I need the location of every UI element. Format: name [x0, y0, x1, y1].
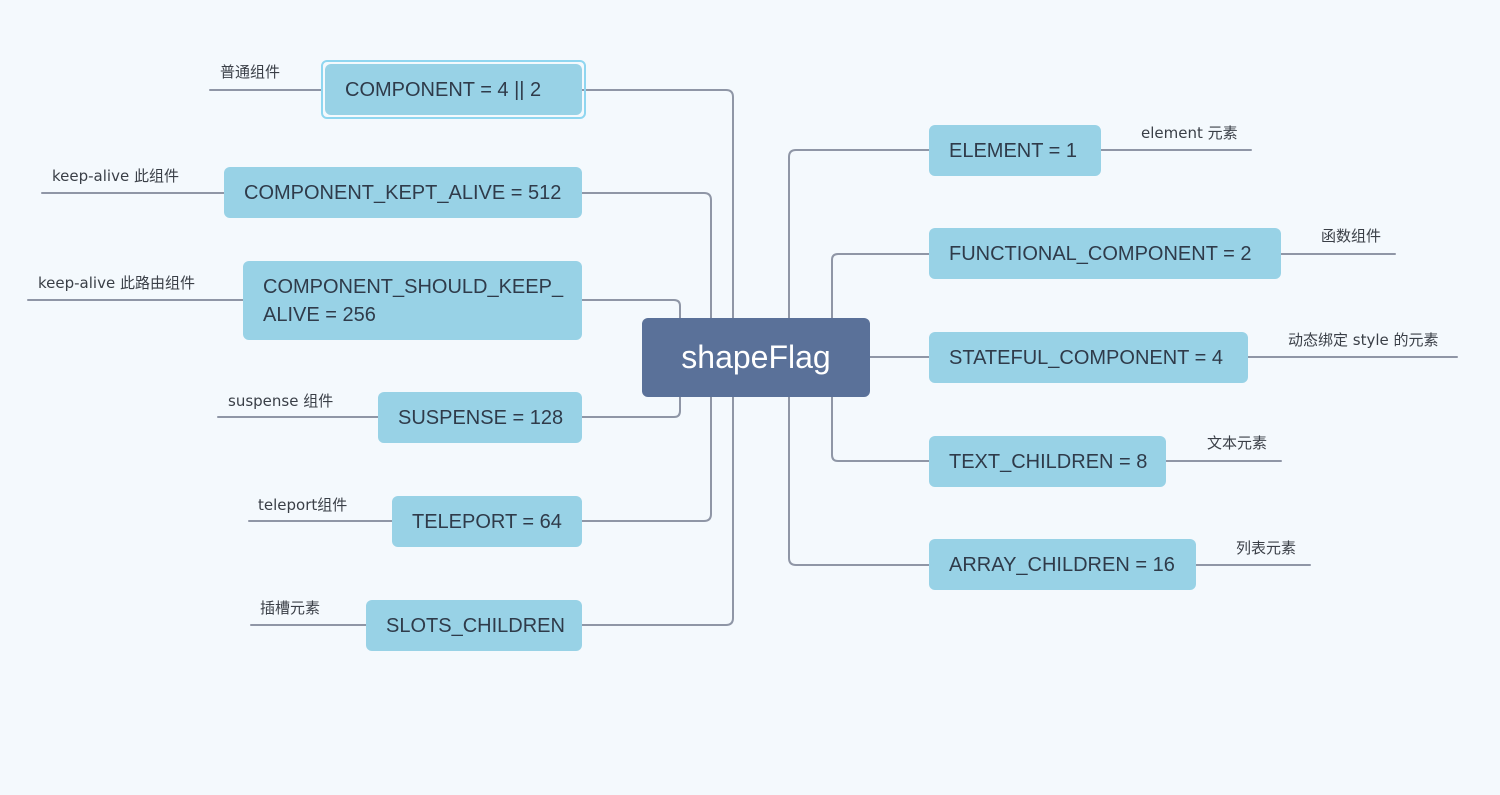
- note-component: 普通组件: [220, 63, 281, 81]
- topic-array-children[interactable]: ARRAY_CHILDREN = 16: [929, 539, 1196, 590]
- connector-text-children: [831, 356, 930, 462]
- note-array-children: 列表元素: [1236, 539, 1297, 557]
- connector-kept-alive: [581, 192, 712, 358]
- note-teleport: teleport组件: [258, 496, 348, 514]
- note-text-children: 文本元素: [1207, 434, 1268, 452]
- central-topic[interactable]: shapeFlag: [642, 318, 870, 397]
- note-should-keep-alive: keep-alive 此路由组件: [38, 274, 195, 292]
- topic-functional-component[interactable]: FUNCTIONAL_COMPONENT = 2: [929, 228, 1281, 279]
- connector-slots: [581, 356, 734, 626]
- note-stateful: 动态绑定 style 的元素: [1288, 331, 1439, 349]
- topic-component[interactable]: COMPONENT = 4 || 2: [325, 64, 582, 115]
- connector-array-children: [788, 356, 930, 566]
- connector-teleport: [581, 356, 712, 522]
- selection-outline: [321, 60, 586, 119]
- note-element: element 元素: [1141, 124, 1238, 142]
- connector-element: [788, 149, 930, 358]
- topic-suspense[interactable]: SUSPENSE = 128: [378, 392, 582, 443]
- topic-teleport[interactable]: TELEPORT = 64: [392, 496, 582, 547]
- connector-suspense: [581, 356, 681, 418]
- connector-functional: [831, 253, 930, 358]
- note-kept-alive: keep-alive 此组件: [52, 167, 179, 185]
- topic-element[interactable]: ELEMENT = 1: [929, 125, 1101, 176]
- note-functional: 函数组件: [1321, 227, 1382, 245]
- topic-stateful-component[interactable]: STATEFUL_COMPONENT = 4: [929, 332, 1248, 383]
- topic-component-kept-alive[interactable]: COMPONENT_KEPT_ALIVE = 512: [224, 167, 582, 218]
- topic-component-should-keep-alive[interactable]: COMPONENT_SHOULD_KEEP_ ALIVE = 256: [243, 261, 582, 340]
- note-suspense: suspense 组件: [228, 392, 334, 410]
- connector-should-keep-alive: [581, 299, 681, 358]
- topic-text-children[interactable]: TEXT_CHILDREN = 8: [929, 436, 1166, 487]
- topic-slots-children[interactable]: SLOTS_CHILDREN: [366, 600, 582, 651]
- note-slots: 插槽元素: [260, 599, 321, 617]
- connector-component: [581, 89, 734, 358]
